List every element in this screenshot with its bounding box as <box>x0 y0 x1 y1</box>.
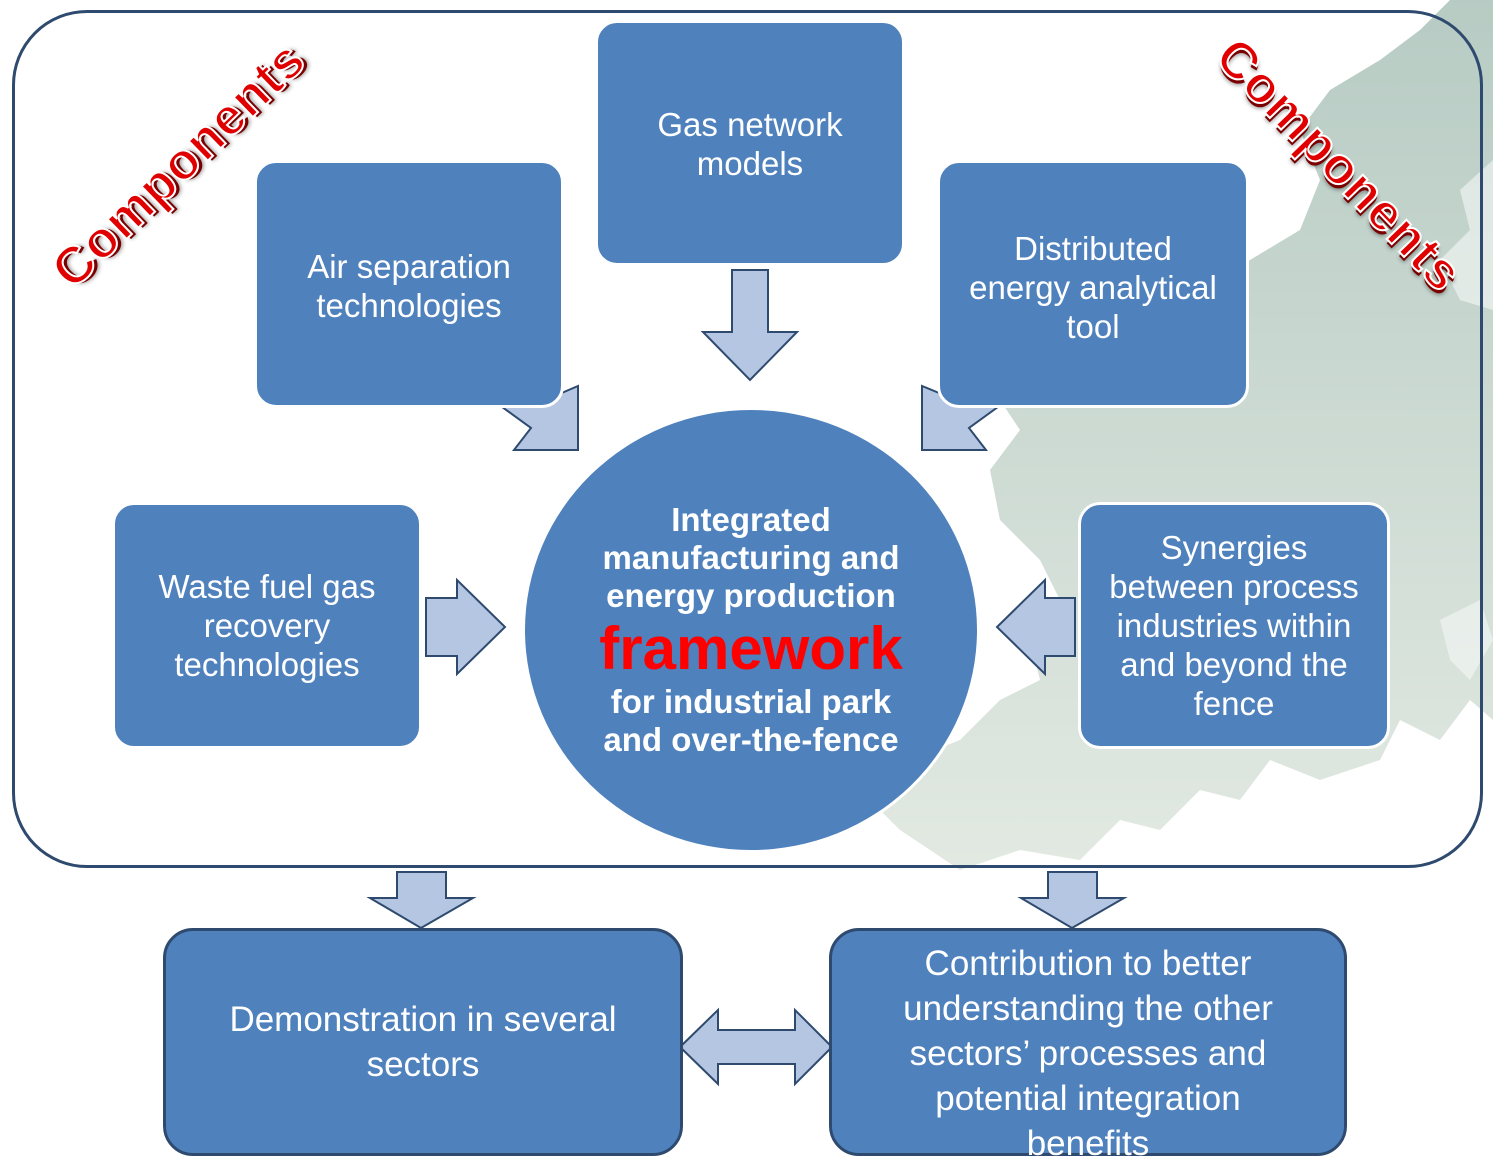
arrow-left-synergies <box>995 577 1076 677</box>
center-title-bottom: for industrial park and over-the-fence <box>603 683 899 758</box>
components-frame <box>12 10 1483 868</box>
box-contribution: Contribution to better understanding the… <box>829 928 1347 1163</box>
box-synergies: Synergies between process industries wit… <box>1078 502 1390 749</box>
box-gas-network: Gas network models <box>595 20 905 266</box>
box-waste-fuel: Waste fuel gas recovery technologies <box>112 502 422 749</box>
box-distributed-energy: Distributed energy analytical tool <box>937 160 1249 408</box>
center-framework-circle: Integrated manufacturing and energy prod… <box>522 407 980 853</box>
arrow-down-contrib <box>1017 871 1128 930</box>
arrow-down-demo <box>366 871 477 930</box>
center-title-top: Integrated manufacturing and energy prod… <box>602 501 900 614</box>
box-demonstration: Demonstration in several sectors <box>163 928 683 1156</box>
arrow-down-gas <box>700 269 800 382</box>
arrow-double-bottom <box>678 1007 834 1087</box>
center-highlight: framework <box>599 615 903 682</box>
arrow-right-waste <box>425 577 507 677</box>
box-air-separation: Air separation technologies <box>254 160 564 408</box>
